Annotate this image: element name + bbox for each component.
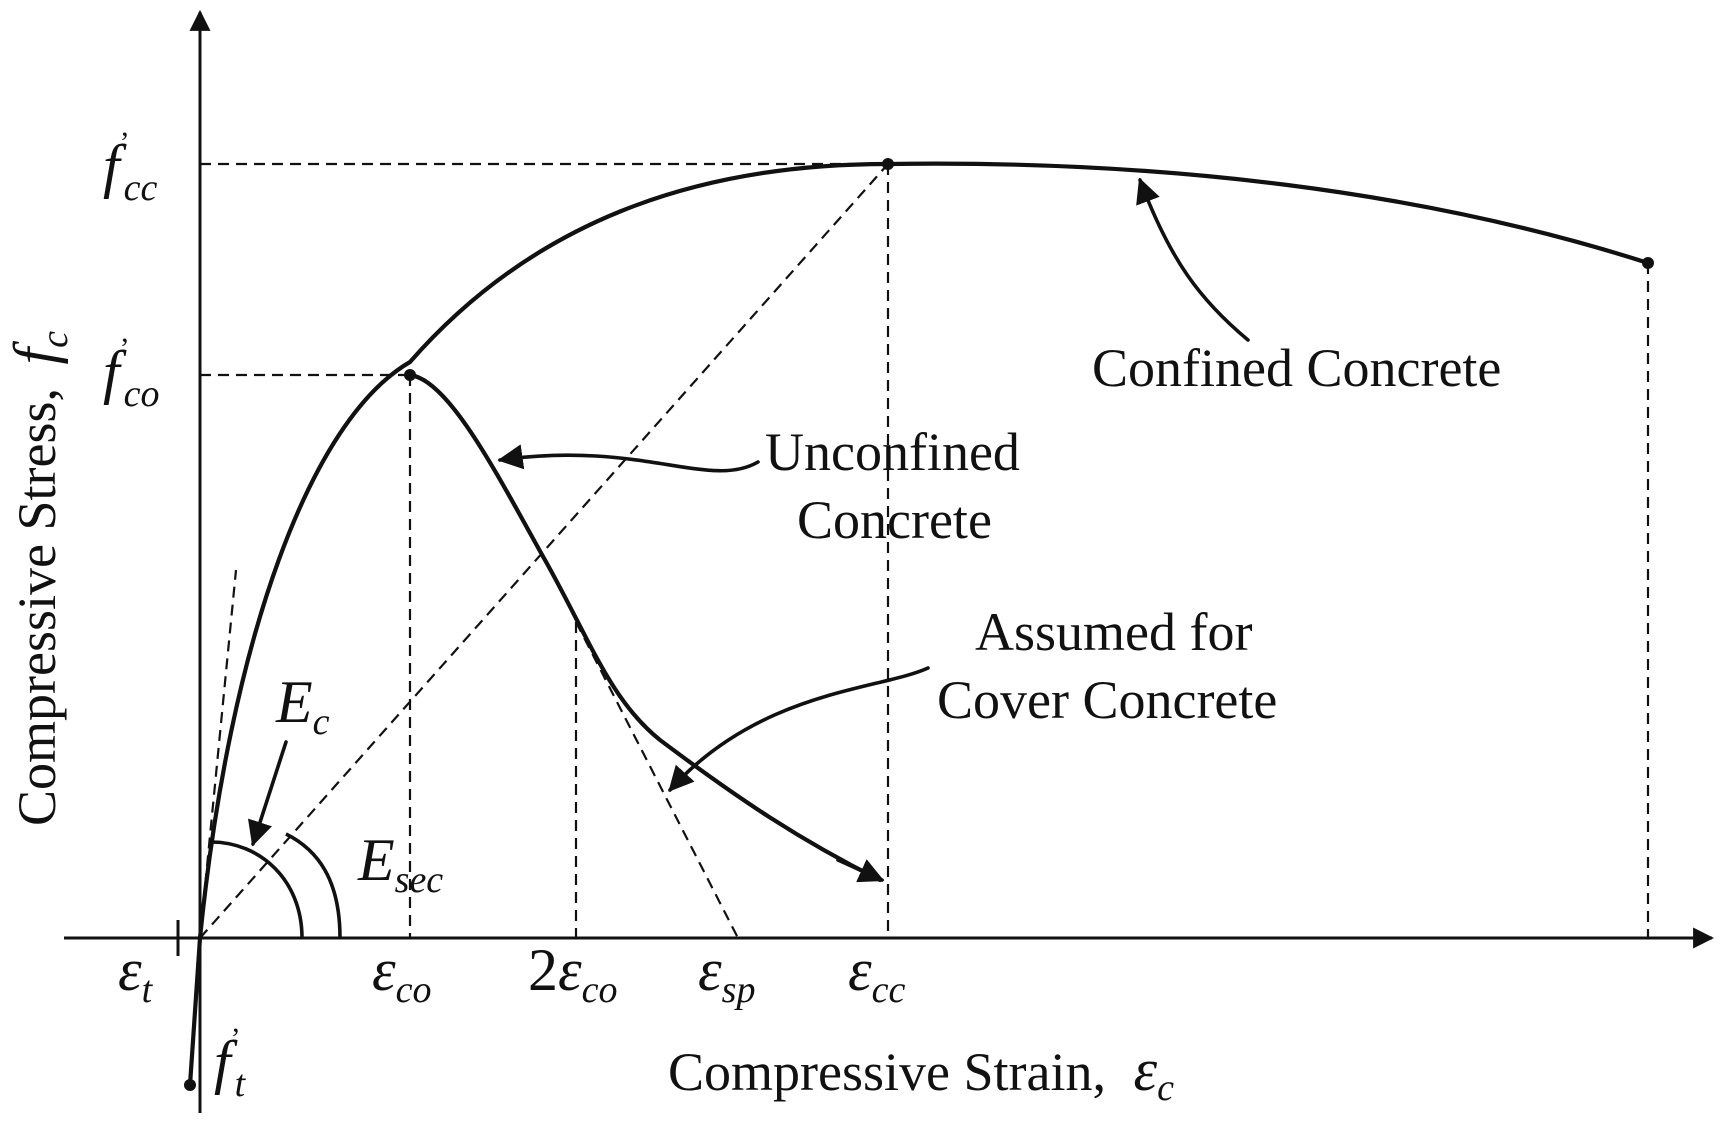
- fco-label: f’co: [103, 332, 160, 415]
- ecc-label: εcc: [848, 937, 906, 1011]
- ec-arrow: [247, 740, 288, 847]
- secant-modulus-line: [199, 163, 889, 939]
- unconfined-label-line2: Concrete: [797, 490, 992, 550]
- 2eco-label: 2εco: [528, 937, 618, 1011]
- confined-concrete-label: Confined Concrete: [1092, 338, 1501, 398]
- unconfined-arrow: [497, 444, 760, 473]
- curve-points: [184, 158, 1654, 1091]
- ultimate-point: [1642, 257, 1654, 269]
- ec-modulus-label: Ec: [275, 669, 330, 743]
- ec-arc: [210, 840, 304, 939]
- fcc-peak-point: [882, 158, 894, 170]
- fco-peak-point: [404, 369, 416, 381]
- et-label: εt: [118, 937, 154, 1011]
- confined-concrete-curve: [197, 161, 1651, 941]
- reference-lines: [198, 162, 1650, 939]
- x-axis-label: Compressive Strain, εc: [668, 1037, 1174, 1109]
- esec-modulus-label: Esec: [357, 827, 443, 901]
- ecc-endpoint-arrow: [836, 858, 885, 883]
- esec-arc: [285, 832, 342, 939]
- ft-label: f’t: [214, 1022, 247, 1105]
- fcc-label: f’cc: [103, 126, 158, 209]
- annotation-arrows: [247, 177, 1250, 883]
- tension-branch: [187, 935, 203, 1088]
- tension-point: [184, 1079, 196, 1091]
- confined-arrow: [1136, 177, 1250, 342]
- eco-label: εco: [372, 937, 432, 1011]
- cover-arrow: [668, 666, 930, 792]
- unconfined-label-line1: Unconfined: [765, 422, 1020, 482]
- cover-label-line2: Cover Concrete: [937, 670, 1277, 730]
- cover-label-line1: Assumed for: [975, 602, 1252, 662]
- cover-spalling-line: [575, 621, 739, 939]
- esp-label: εsp: [698, 937, 755, 1011]
- unconfined-concrete-curve: [407, 372, 883, 883]
- y-axis-label: Compressive Stress, fc: [2, 331, 76, 826]
